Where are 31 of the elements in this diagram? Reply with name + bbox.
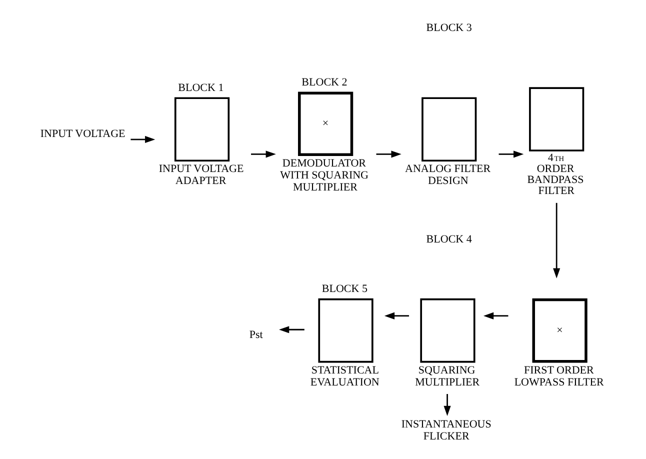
node-box: × xyxy=(532,298,587,363)
arrow xyxy=(552,202,560,278)
node-box xyxy=(420,298,475,363)
node-label: INPUT VOLTAGE ADAPTER xyxy=(158,163,244,188)
node-box xyxy=(528,87,584,152)
node-label: BLOCK 1 xyxy=(178,82,224,94)
node-box-text xyxy=(174,97,230,162)
node-label: FIRST ORDER LOWPASS FILTER xyxy=(514,364,604,388)
arrow xyxy=(250,150,276,158)
arrow xyxy=(130,136,155,144)
label: BLOCK 4 xyxy=(426,233,472,246)
node-box-text xyxy=(318,298,373,363)
arrow xyxy=(482,312,508,320)
node-label: STATISTICAL EVALUATION xyxy=(310,364,379,388)
node-box xyxy=(421,97,476,162)
node-text: INPUT VOLTAGE xyxy=(40,128,125,140)
arrow xyxy=(384,312,409,320)
label: BLOCK 3 xyxy=(426,22,472,34)
arrow xyxy=(498,150,524,158)
arrow xyxy=(443,394,450,416)
node-label: ANALOG FILTER DESIGN xyxy=(404,163,490,188)
node-label: BLOCK 2 xyxy=(301,76,347,88)
node-label: 4TH ORDER BANDPASS FILTER xyxy=(526,152,584,198)
node-text: INSTANTANEOUS FLICKER xyxy=(400,418,491,442)
node-text: Pst xyxy=(248,328,262,341)
node-label: BLOCK 5 xyxy=(321,283,367,296)
node-label: DEMODULATOR WITH SQUARING MULTIPLIER xyxy=(280,158,368,194)
arrow xyxy=(376,150,401,158)
node-box-text: × xyxy=(298,92,353,156)
node-label: SQUARING MULTIPLIER xyxy=(414,364,480,388)
arrow xyxy=(278,326,304,334)
